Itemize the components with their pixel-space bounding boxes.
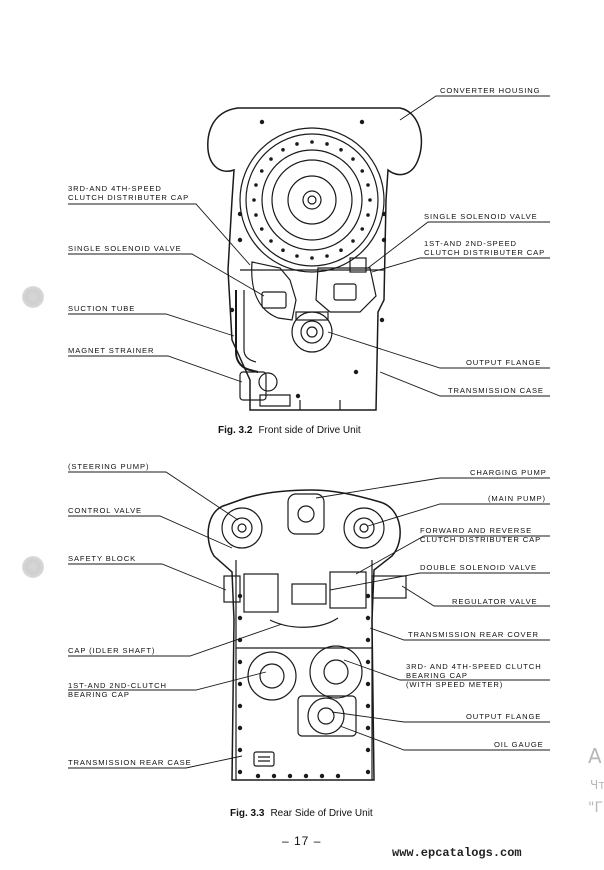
- bolt: [237, 703, 243, 709]
- label-charging-pump: CHARGING PUMP: [470, 468, 547, 477]
- leader-lines-fig32: [68, 95, 550, 397]
- label-3rd-4th-clutch-cap-line2: CLUTCH DISTRIBUTER CAP: [68, 193, 190, 202]
- caption-fig-3-3: Fig. 3.3 Rear Side of Drive Unit: [230, 808, 373, 819]
- bolt: [365, 637, 371, 643]
- bolt: [237, 747, 243, 753]
- label-fwd-rev-cap-line1: FORWARD AND REVERSE: [420, 526, 533, 535]
- label-1st-2nd-bearing-line1: 1ST-AND 2ND-CLUTCH: [68, 681, 167, 690]
- bolt: [319, 773, 325, 779]
- bolt: [325, 254, 329, 258]
- label-3rd-4th-clutch-cap-line1: 3RD-AND 4TH-SPEED: [68, 184, 162, 193]
- bolt: [271, 773, 277, 779]
- label-suction-tube: SUCTION TUBE: [68, 304, 136, 313]
- bolt: [365, 747, 371, 753]
- bolt: [339, 147, 343, 152]
- caption-fig-3-2: Fig. 3.2 Front side of Drive Unit: [218, 425, 361, 436]
- label-main-pump: (MAIN PUMP): [488, 494, 546, 503]
- bolt: [366, 183, 370, 187]
- bolt: [303, 773, 309, 779]
- label-single-solenoid-right: SINGLE SOLENOID VALVE: [424, 212, 538, 221]
- bolt: [339, 248, 343, 253]
- label-safety-block: SAFETY BLOCK: [68, 554, 137, 563]
- label-1st-2nd-clutch-cap-line2: CLUTCH DISTRIBUTER CAP: [424, 248, 546, 257]
- bolt: [366, 213, 370, 217]
- label-1st-2nd-clutch-cap-line1: 1ST-AND 2ND-SPEED: [424, 239, 517, 248]
- bolt: [351, 157, 355, 161]
- bolt: [254, 213, 258, 217]
- bolt: [269, 157, 273, 161]
- punch-hole-bottom: [22, 556, 44, 578]
- bolt: [237, 593, 243, 599]
- label-3rd-4th-bearing-line1: 3RD- AND 4TH-SPEED CLUTCH: [406, 662, 542, 671]
- bolt: [310, 140, 314, 144]
- bolt: [255, 773, 261, 779]
- bolt: [351, 239, 355, 243]
- label-single-solenoid-left: SINGLE SOLENOID VALVE: [68, 244, 182, 253]
- label-transmission-rear-cover: TRANSMISSION REAR COVER: [408, 630, 539, 639]
- punch-hole-top: [22, 286, 44, 308]
- label-converter-housing: CONVERTER HOUSING: [440, 86, 541, 95]
- label-output-flange-rear: OUTPUT FLANGE: [466, 712, 542, 721]
- bolt: [365, 615, 371, 621]
- label-transmission-case: TRANSMISSION CASE: [448, 386, 544, 395]
- bolt: [368, 198, 372, 202]
- margin-char-1: А: [588, 744, 602, 768]
- bolt: [237, 681, 243, 687]
- bolt: [295, 254, 299, 258]
- bolt: [237, 725, 243, 731]
- caption-number: Fig. 3.3: [230, 808, 265, 819]
- label-control-valve: CONTROL VALVE: [68, 506, 143, 515]
- bolt: [259, 169, 264, 173]
- bolt: [237, 769, 243, 775]
- margin-char-3: "Г: [588, 800, 603, 816]
- bolt: [325, 142, 329, 146]
- bolt: [365, 769, 371, 775]
- bolt: [365, 725, 371, 731]
- bolt: [365, 659, 371, 665]
- bolt: [259, 227, 264, 231]
- bolt: [254, 183, 258, 187]
- rear-drive-unit-drawing: [207, 489, 407, 781]
- page-number: – 17 –: [282, 834, 322, 848]
- label-steering-pump: (STEERING PUMP): [68, 462, 150, 471]
- bolt: [269, 239, 273, 243]
- bolt: [365, 681, 371, 687]
- label-transmission-rear-case: TRANSMISSION REAR CASE: [68, 758, 192, 767]
- bolt: [281, 147, 285, 152]
- margin-char-2: Чт: [590, 778, 604, 792]
- bolt: [365, 593, 371, 599]
- bolt: [295, 142, 299, 146]
- label-1st-2nd-bearing-line2: BEARING CAP: [68, 690, 130, 699]
- label-fwd-rev-cap-line2: CLUTCH DISTRIBUTER CAP: [420, 535, 542, 544]
- label-cap-idler-shaft: CAP (IDLER SHAFT): [68, 646, 156, 655]
- caption-text: Front side of Drive Unit: [258, 425, 361, 436]
- label-regulator-valve: REGULATOR VALVE: [452, 597, 538, 606]
- front-drive-unit-drawing: [207, 107, 423, 411]
- bolt: [335, 773, 341, 779]
- bolt: [237, 659, 243, 665]
- label-double-solenoid-valve: DOUBLE SOLENOID VALVE: [420, 563, 537, 572]
- label-oil-gauge: OIL GAUGE: [494, 740, 544, 749]
- label-3rd-4th-bearing-line3: (WITH SPEED METER): [406, 680, 504, 689]
- bolt: [365, 703, 371, 709]
- label-magnet-strainer: MAGNET STRAINER: [68, 346, 155, 355]
- label-output-flange-front: OUTPUT FLANGE: [466, 358, 542, 367]
- watermark-url: www.epcatalogs.com: [392, 846, 522, 860]
- bolt: [252, 198, 256, 202]
- bolt: [281, 248, 285, 253]
- bolt: [360, 227, 365, 231]
- bolt: [287, 773, 293, 779]
- bolt: [310, 256, 314, 260]
- label-3rd-4th-bearing-line2: BEARING CAP: [406, 671, 468, 680]
- caption-number: Fig. 3.2: [218, 425, 253, 436]
- bolt: [360, 169, 365, 173]
- caption-text: Rear Side of Drive Unit: [270, 808, 373, 819]
- bolt: [237, 615, 243, 621]
- leader-lines-fig33: [68, 471, 550, 769]
